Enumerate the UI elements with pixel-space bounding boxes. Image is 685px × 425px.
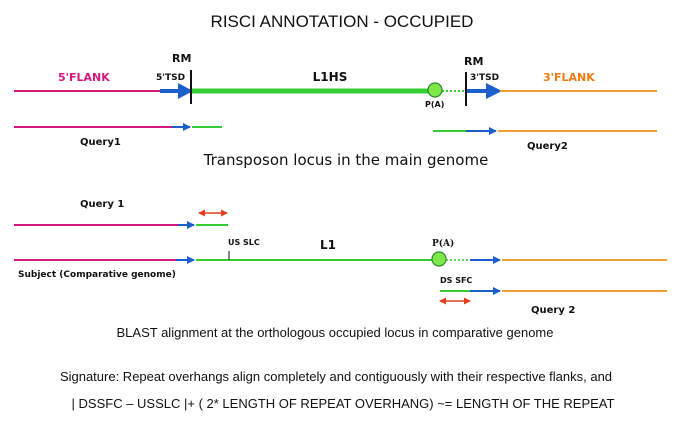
rm-right-label: RM bbox=[464, 55, 483, 68]
bottom-query1-label: Query 1 bbox=[80, 199, 124, 210]
top-caption: Transposon locus in the main genome bbox=[203, 151, 489, 169]
dssfc-label: DS SFC bbox=[440, 276, 472, 285]
signature-line1: Signature: Repeat overhangs align comple… bbox=[60, 369, 612, 384]
tsd3-arrowhead bbox=[486, 83, 502, 99]
tsd3-label: 3'TSD bbox=[470, 73, 499, 83]
repeat-label: L1HS bbox=[313, 70, 348, 84]
flank5-label: 5'FLANK bbox=[58, 71, 110, 84]
subject-locus: US SLC L1 P(A) Subject (Comparative geno… bbox=[14, 238, 667, 285]
tsd5-label: 5'TSD bbox=[156, 73, 185, 83]
bottom-caption: BLAST alignment at the orthologous occup… bbox=[117, 325, 554, 340]
subject-polya-circle bbox=[431, 251, 447, 267]
subject-polya-label: P(A) bbox=[432, 238, 454, 249]
tsd5-arrowhead bbox=[178, 83, 193, 99]
top-query2: Query2 bbox=[433, 127, 657, 152]
polya-label: P(A) bbox=[425, 100, 444, 109]
top-query1: Query1 bbox=[14, 123, 222, 148]
polya-circle bbox=[427, 82, 443, 98]
bottom-query2: Query 2 bbox=[439, 287, 667, 316]
signature-line2: | DSSFC – USSLC |+ ( 2* LENGTH OF REPEAT… bbox=[72, 396, 615, 411]
subject-label: Subject (Comparative genome) bbox=[18, 270, 176, 280]
page-title: RISCI ANNOTATION - OCCUPIED bbox=[211, 12, 474, 31]
subject-repeat-label: L1 bbox=[320, 238, 336, 252]
top-locus: 5'FLANK 5'TSD RM L1HS P(A) RM 3'TSD 3'FL… bbox=[14, 52, 657, 109]
flank3-label: 3'FLANK bbox=[543, 71, 595, 84]
usslc-label: US SLC bbox=[228, 238, 260, 247]
query1-label: Query1 bbox=[80, 137, 121, 148]
rm-left-label: RM bbox=[172, 52, 191, 65]
bottom-query1: Query 1 bbox=[14, 199, 228, 229]
bottom-query2-label: Query 2 bbox=[531, 305, 575, 316]
query2-label: Query2 bbox=[527, 141, 568, 152]
